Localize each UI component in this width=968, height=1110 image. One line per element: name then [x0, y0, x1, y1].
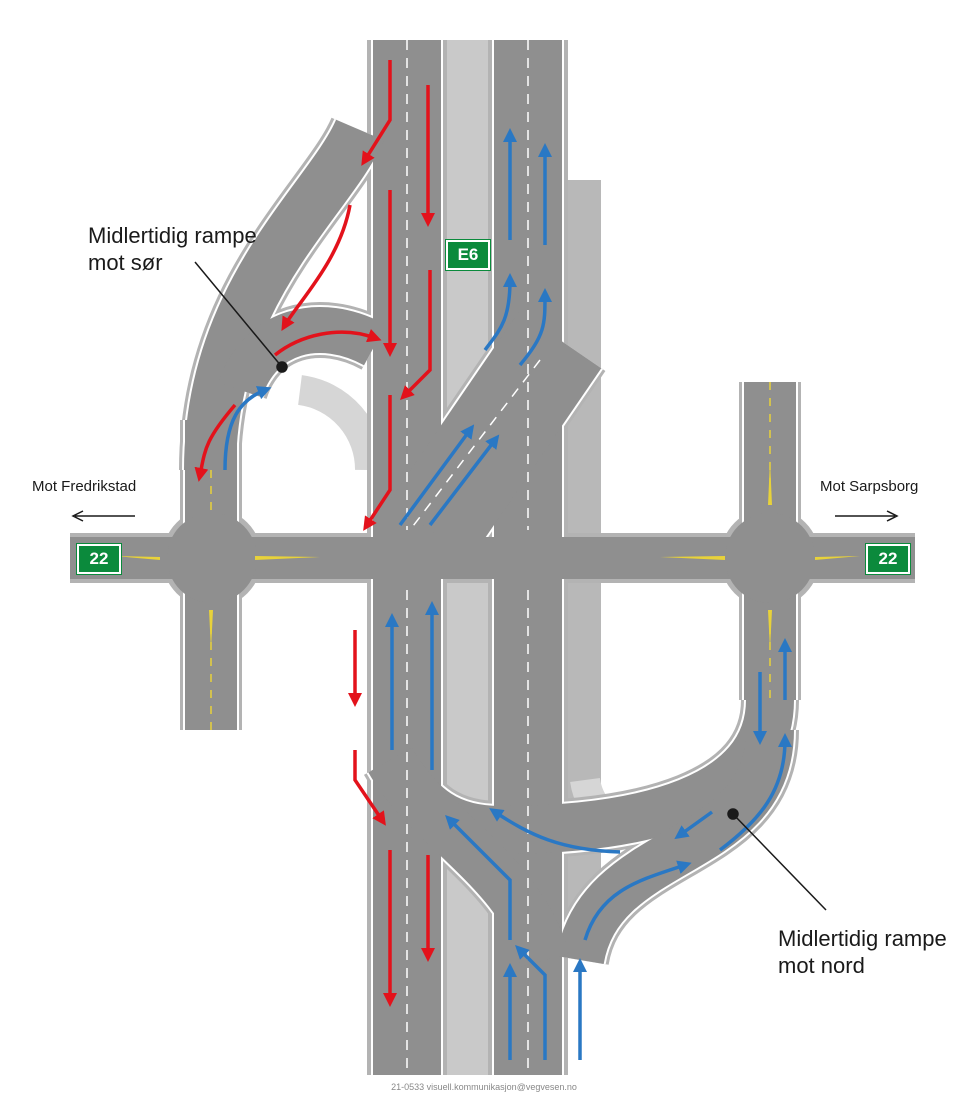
label-line: Midlertidig rampe [778, 926, 947, 951]
label-line: mot nord [778, 953, 865, 978]
road-22-sign-left: 22 [76, 543, 122, 575]
label-ramp-north: Midlertidig rampe mot nord [778, 925, 947, 979]
arrow-left-icon [71, 510, 135, 522]
road-22-sign-right: 22 [865, 543, 911, 575]
label-ramp-south: Midlertidig rampe mot sør [88, 222, 257, 276]
label-to-sarpsborg: Mot Sarpsborg [820, 478, 919, 495]
arrow-right-icon [835, 510, 899, 522]
e6-sign: E6 [445, 239, 491, 271]
label-line: mot sør [88, 250, 163, 275]
label-line: Midlertidig rampe [88, 223, 257, 248]
label-to-fredrikstad: Mot Fredrikstad [32, 478, 137, 495]
roads [70, 40, 915, 1075]
leader-lines [194, 261, 827, 911]
direction-arrows [71, 510, 899, 522]
southbound-arrows [194, 60, 435, 1007]
old-loop-left [297, 375, 386, 471]
northbound-arrows [223, 128, 792, 1060]
footer-credit: 21-0533 visuell.kommunikasjon@vegvesen.n… [391, 1082, 577, 1092]
